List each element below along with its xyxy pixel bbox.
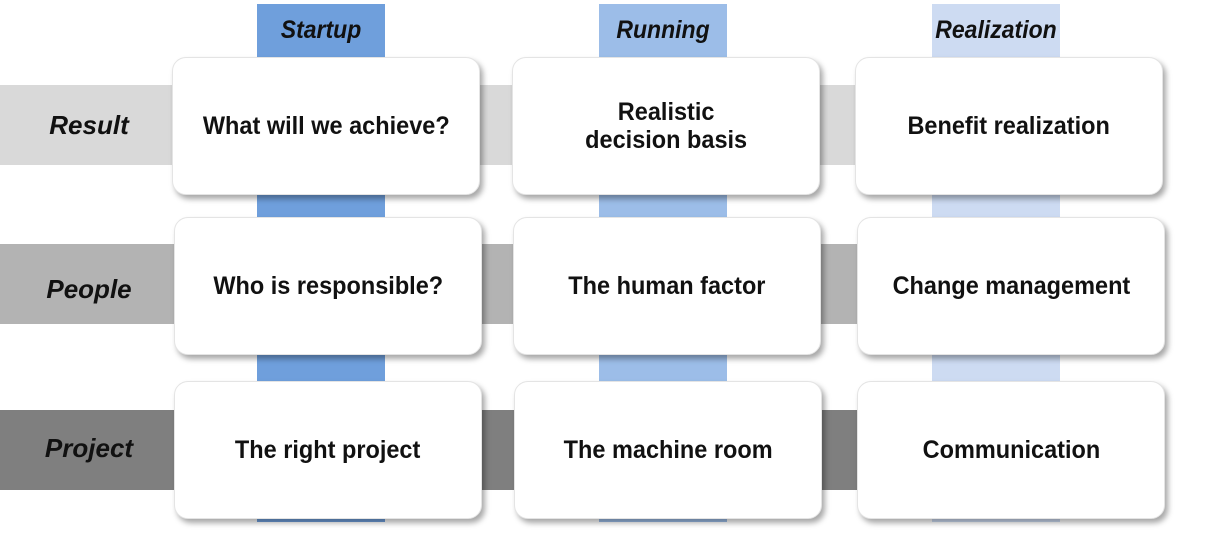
card-project-startup: The right project <box>174 381 482 519</box>
card-text: Realistic decision basis <box>585 98 747 154</box>
row-label-people: People <box>46 273 132 304</box>
card-text: The human factor <box>568 272 766 300</box>
card-text: Change management <box>892 272 1130 300</box>
card-project-running: The machine room <box>514 381 822 519</box>
card-project-realization: Communication <box>857 381 1165 519</box>
card-text: Who is responsible? <box>213 272 443 300</box>
column-header-startup: Startup <box>280 15 362 44</box>
card-text: Communication <box>922 436 1100 464</box>
row-label-project: Project <box>44 432 134 463</box>
card-text: Benefit realization <box>907 112 1111 140</box>
column-header-realization: Realization <box>935 15 1057 44</box>
card-text: The machine room <box>563 436 773 464</box>
row-label-result: Result <box>49 109 129 140</box>
card-result-startup: What will we achieve? <box>172 57 480 195</box>
card-result-running: Realistic decision basis <box>512 57 820 195</box>
card-result-realization: Benefit realization <box>855 57 1163 195</box>
card-text: What will we achieve? <box>202 112 450 140</box>
card-people-startup: Who is responsible? <box>174 217 482 355</box>
card-people-realization: Change management <box>857 217 1165 355</box>
card-text: The right project <box>235 436 421 464</box>
column-header-running: Running <box>616 15 710 44</box>
card-people-running: The human factor <box>513 217 821 355</box>
